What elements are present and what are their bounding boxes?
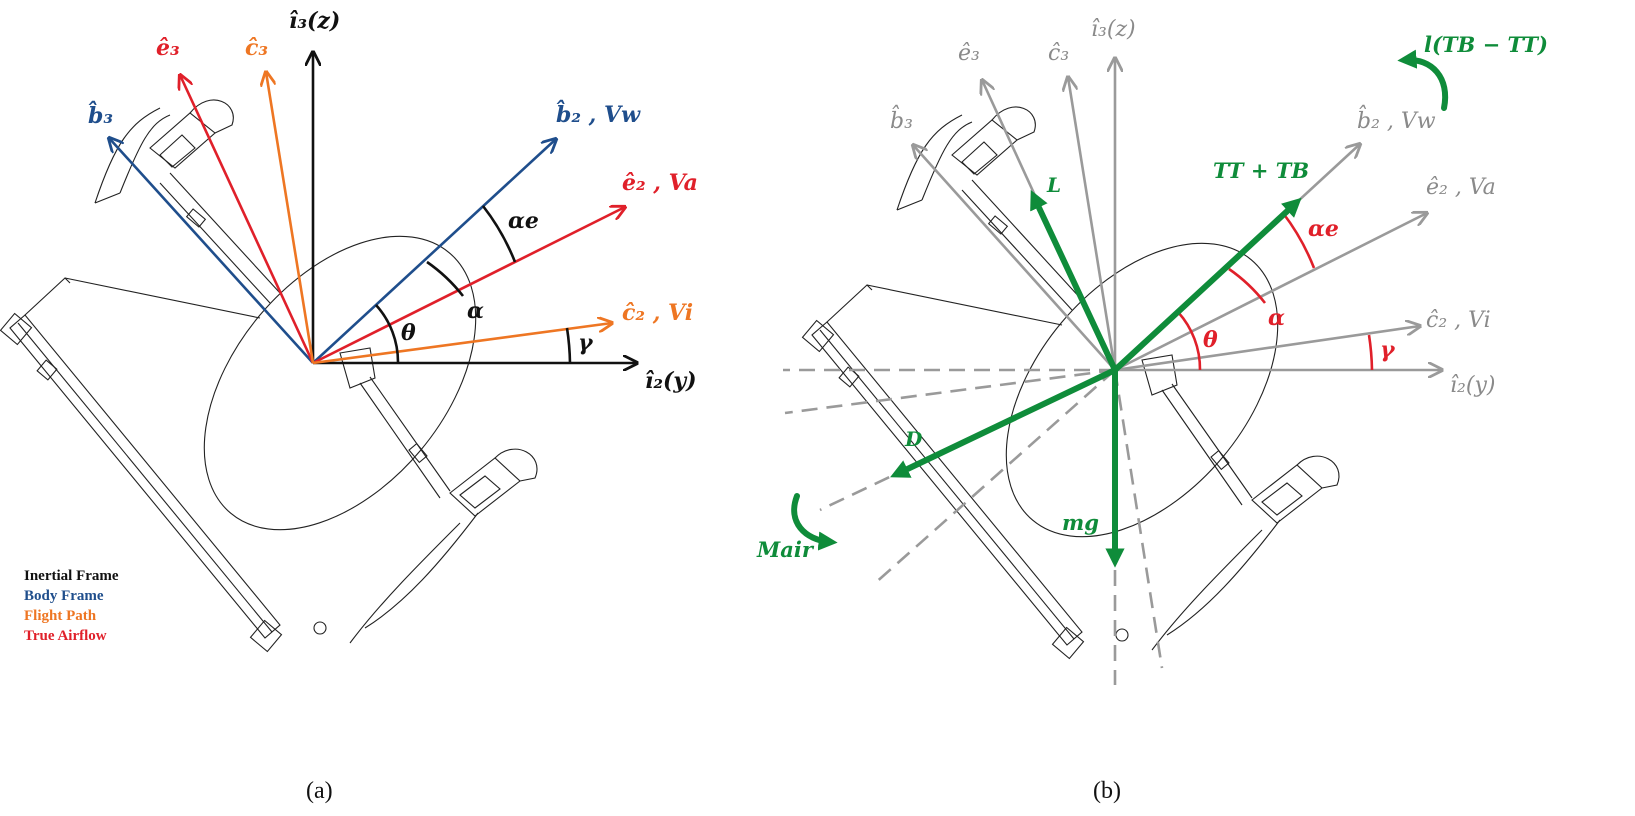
axis-c2-b xyxy=(1114,326,1420,372)
dashed-extensions xyxy=(783,368,1164,685)
axis-c3-b xyxy=(1068,77,1117,371)
label-i3-b: î₃(z) xyxy=(1091,17,1136,42)
legend-item-flight: Flight Path xyxy=(24,608,97,624)
axis-b2-a xyxy=(312,139,556,364)
label-c2-b: ĉ₂ , Vi xyxy=(1426,308,1491,333)
label-alphae-a: αe xyxy=(508,208,539,234)
label-moment: l(TB − TT) xyxy=(1424,32,1548,57)
label-drag: D xyxy=(904,427,923,451)
legend-item-inertial: Inertial Frame xyxy=(24,568,119,584)
label-mair: Mair xyxy=(756,537,815,562)
force-drag xyxy=(890,367,1118,478)
panel-a: î₃(z) î₂(y) b̂₃ ê₃ ĉ₃ b̂₂ , Vw ê₂ , Va ĉ… xyxy=(0,8,698,804)
label-gamma-a: γ xyxy=(578,330,594,356)
label-gamma-b: γ xyxy=(1380,337,1396,363)
axis-e2-b xyxy=(1114,213,1427,372)
label-alpha-a: α xyxy=(467,298,484,324)
label-b2-a: b̂₂ , Vw xyxy=(556,100,641,128)
label-c3-b: ĉ₃ xyxy=(1048,41,1069,66)
label-i2-a: î₂(y) xyxy=(645,368,697,394)
axis-c3-a xyxy=(266,72,315,364)
label-alphae-b: αe xyxy=(1308,216,1339,242)
axis-b3-b xyxy=(913,145,1116,371)
label-e3-a: ê₃ xyxy=(156,35,180,61)
label-b3-a: b̂₃ xyxy=(88,101,113,129)
force-lift xyxy=(1030,190,1118,373)
arc-gamma-a xyxy=(565,327,572,364)
label-b3-b: b̂₃ xyxy=(890,105,913,134)
arc-alpha-a xyxy=(426,260,465,297)
label-weight: mg xyxy=(1062,510,1099,535)
label-c3-a: ĉ₃ xyxy=(245,35,268,61)
arc-gamma-b xyxy=(1367,334,1374,371)
caption-a: (a) xyxy=(306,778,333,804)
legend-item-airflow: True Airflow xyxy=(24,628,107,644)
label-theta-b: θ xyxy=(1203,327,1218,353)
label-thrust: TT + TB xyxy=(1213,158,1309,183)
legend: Inertial Frame Body Frame Flight Path Tr… xyxy=(24,568,119,644)
moment-arrow-top xyxy=(1397,49,1449,111)
moment-arrow-mair xyxy=(791,493,838,551)
legend-item-body: Body Frame xyxy=(24,588,104,604)
force-thrust xyxy=(1112,197,1302,373)
panel-b: î₃(z) î₂(y) b̂₃ ê₃ ĉ₃ b̂₂ , Vw ê₂ , Va ĉ… xyxy=(756,17,1548,804)
axis-e3-a xyxy=(180,75,315,364)
arc-alpha-b xyxy=(1228,267,1267,304)
label-c2-a: ĉ₂ , Vi xyxy=(622,300,693,326)
axis-b3-a xyxy=(109,138,314,364)
caption-b: (b) xyxy=(1093,778,1121,804)
label-i2-b: î₂(y) xyxy=(1450,373,1495,398)
label-e2-b: ê₂ , Va xyxy=(1426,175,1496,200)
label-b2-b: b̂₂ , Vw xyxy=(1357,105,1436,134)
label-theta-a: θ xyxy=(401,320,416,346)
label-alpha-b: α xyxy=(1268,305,1285,331)
arc-theta-a xyxy=(375,304,400,364)
axis-c2-a xyxy=(312,323,612,365)
label-e3-b: ê₃ xyxy=(958,41,980,66)
label-lift: L xyxy=(1046,173,1061,197)
label-e2-a: ê₂ , Va xyxy=(622,170,698,196)
arc-alphae-a xyxy=(481,205,517,263)
axis-e2-a xyxy=(312,207,625,365)
arc-theta-b xyxy=(1177,311,1202,371)
label-i3-a: î₃(z) xyxy=(289,8,340,34)
